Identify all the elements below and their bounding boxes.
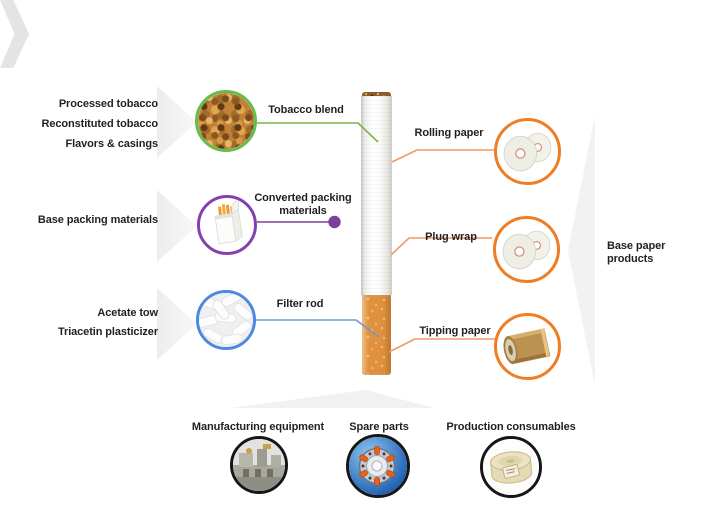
tipping-paper-connector-line xyxy=(388,338,495,353)
production-consumables-circle xyxy=(480,436,542,498)
paper-bobbins-icon xyxy=(503,132,552,172)
tobacco-flow-triangle xyxy=(157,86,197,158)
input-label: Processed tobacco xyxy=(58,98,158,110)
paper-flow-chevron xyxy=(568,115,595,386)
packing-materials-circle xyxy=(197,195,257,255)
rolling-paper-label: Rolling paper xyxy=(414,127,484,139)
tipping-paper-label: Tipping paper xyxy=(419,325,491,337)
spare-parts-label: Spare parts xyxy=(349,421,409,433)
tobacco-connector-line xyxy=(257,122,379,143)
manufacturing-equipment-label: Manufacturing equipment xyxy=(191,421,325,433)
filter-material-label: Filter rod xyxy=(276,298,324,310)
cigarette-filter xyxy=(362,295,391,375)
plug-wrap-circle xyxy=(493,216,560,283)
packing-inputs-labels: Base packing materials xyxy=(10,214,158,226)
tobacco-blend-circle xyxy=(195,90,257,152)
plug-wrap-label: Plug wrap xyxy=(425,231,477,243)
machine-part-photo-icon xyxy=(349,437,407,495)
tobacco-inputs-labels: Processed tobacco Reconstituted tobacco … xyxy=(10,94,159,154)
input-label: Acetate tow xyxy=(97,307,158,319)
paper-bobbins-icon xyxy=(502,230,551,270)
filter-rods-icon xyxy=(199,293,253,347)
cigarette-pack-icon xyxy=(214,198,243,245)
manufacturing-equipment-circle xyxy=(230,436,288,494)
filter-rods-circle xyxy=(196,290,256,350)
consumable-roll-photo-icon xyxy=(483,439,539,495)
input-label: Flavors & casings xyxy=(65,138,159,150)
rolling-paper-circle xyxy=(494,118,561,185)
filter-inputs-labels: Acetate tow Triacetin plasticizer xyxy=(10,304,158,342)
paper-roll-icon xyxy=(503,328,551,365)
packing-material-label: Converted packing materials xyxy=(254,192,352,217)
base-paper-products-label: Base paper products xyxy=(607,240,666,265)
input-label: Base packing materials xyxy=(37,214,158,226)
rolling-paper-connector-line xyxy=(391,149,494,163)
left-flow-chevron xyxy=(0,0,29,68)
filter-flow-triangle xyxy=(157,288,197,360)
input-label: Triacetin plasticizer xyxy=(58,326,158,338)
tobacco-photo xyxy=(198,93,254,149)
machinery-photo-icon xyxy=(233,439,285,491)
production-consumables-label: Production consumables xyxy=(446,421,576,433)
spare-parts-circle xyxy=(346,434,410,498)
tipping-paper-circle xyxy=(494,313,561,380)
cigarette-tobacco-end xyxy=(362,92,391,98)
packing-flow-triangle xyxy=(157,190,197,262)
cigarette-illustration xyxy=(361,92,392,377)
tobacco-material-label: Tobacco blend xyxy=(268,104,344,116)
input-label: Reconstituted tobacco xyxy=(41,118,159,130)
bottom-flow-triangle xyxy=(230,390,434,408)
cigarette-paper-rod xyxy=(361,96,392,295)
